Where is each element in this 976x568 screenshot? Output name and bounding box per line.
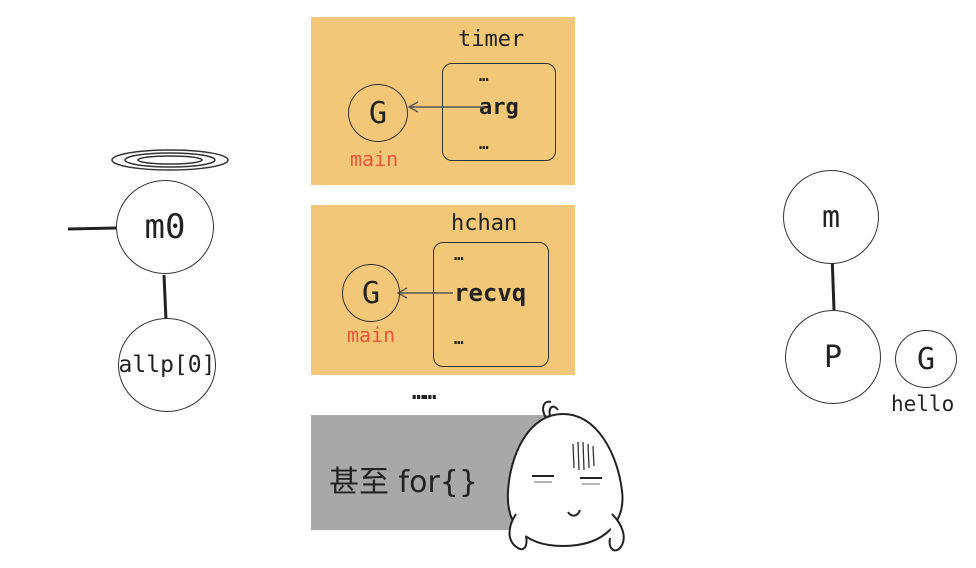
allp-node: allp[0] [118,318,216,412]
hello-g-sub: hello [891,392,955,416]
timer-field-bottom: … [479,134,489,153]
hchan-arrow [396,287,453,299]
m-node: m [783,170,879,264]
allp-label: allp[0] [118,352,216,378]
timer-g-node: G [348,84,408,142]
forloop-text: 甚至 for{} [329,465,478,500]
hchan-field-top: … [454,245,464,264]
hchan-g-label: G [361,275,381,311]
p-node: P [785,310,881,404]
timer-field-top: … [479,66,489,85]
timer-panel: timer … arg … G main [311,17,575,185]
timer-struct-box: … arg … [442,63,556,161]
hchan-field-recvq: recvq [454,279,527,307]
more-ellipsis: …… [412,380,436,405]
left-diagram-lines [67,149,229,321]
mascot-illustration [506,400,625,552]
hchan-g-sub: main [347,323,396,347]
m-label: m [821,199,841,235]
hchan-struct-box: … recvq … [433,242,549,367]
p-label: P [823,339,843,375]
hello-g-label: G [916,341,936,377]
m0-label: m0 [144,207,186,247]
timer-arrow [407,101,484,113]
timer-field-arg: arg [479,95,519,120]
hchan-title: hchan [451,211,518,236]
timer-title: timer [458,27,525,52]
hchan-g-node: G [342,264,400,322]
m0-node: m0 [116,180,214,274]
timer-g-sub: main [350,147,399,171]
hchan-panel: hchan … recvq … G main [311,205,575,375]
timer-g-label: G [368,95,388,131]
hchan-field-bottom: … [454,329,464,348]
hello-g-node: G [895,330,957,388]
